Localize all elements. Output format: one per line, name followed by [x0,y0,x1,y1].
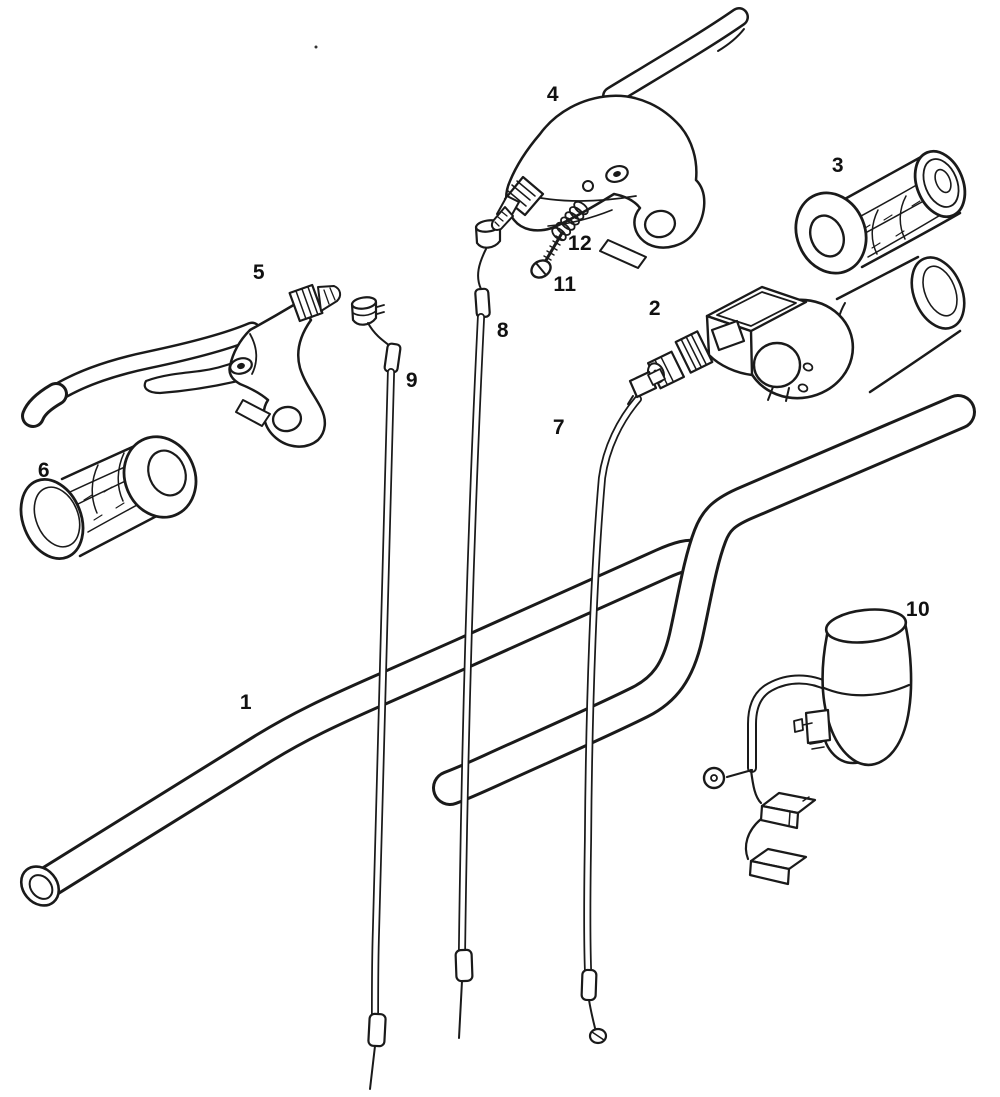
part-9-brake-cable-left [350,296,402,1090]
part-label-8: 8 [496,319,510,342]
part-label-6: 6 [37,459,51,482]
part-label-4: 4 [546,83,560,106]
part-2-throttle-housing [627,255,966,405]
part-6-grip-left [19,435,198,560]
part-5-brake-lever-left [21,283,342,448]
part-label-10: 10 [905,598,931,621]
part-label-7: 7 [552,416,566,439]
part-7-throttle-cable [580,395,642,1045]
part-12-spring [551,200,589,242]
part-label-12: 12 [567,232,593,255]
part-11-screw [530,231,564,279]
part-label-11: 11 [553,273,577,296]
part-4-brake-lever-right [491,7,749,269]
part-label-5: 5 [252,261,266,284]
part-label-9: 9 [405,369,419,392]
part-label-3: 3 [831,154,845,177]
part-3-grip-right [794,149,967,275]
print-speck [314,45,318,49]
part-label-1: 1 [239,691,253,714]
part-8-brake-cable-front [454,219,502,1039]
part-1-handlebar [19,45,976,907]
part-label-2: 2 [648,297,662,320]
part-10-stop-switch [702,608,913,886]
